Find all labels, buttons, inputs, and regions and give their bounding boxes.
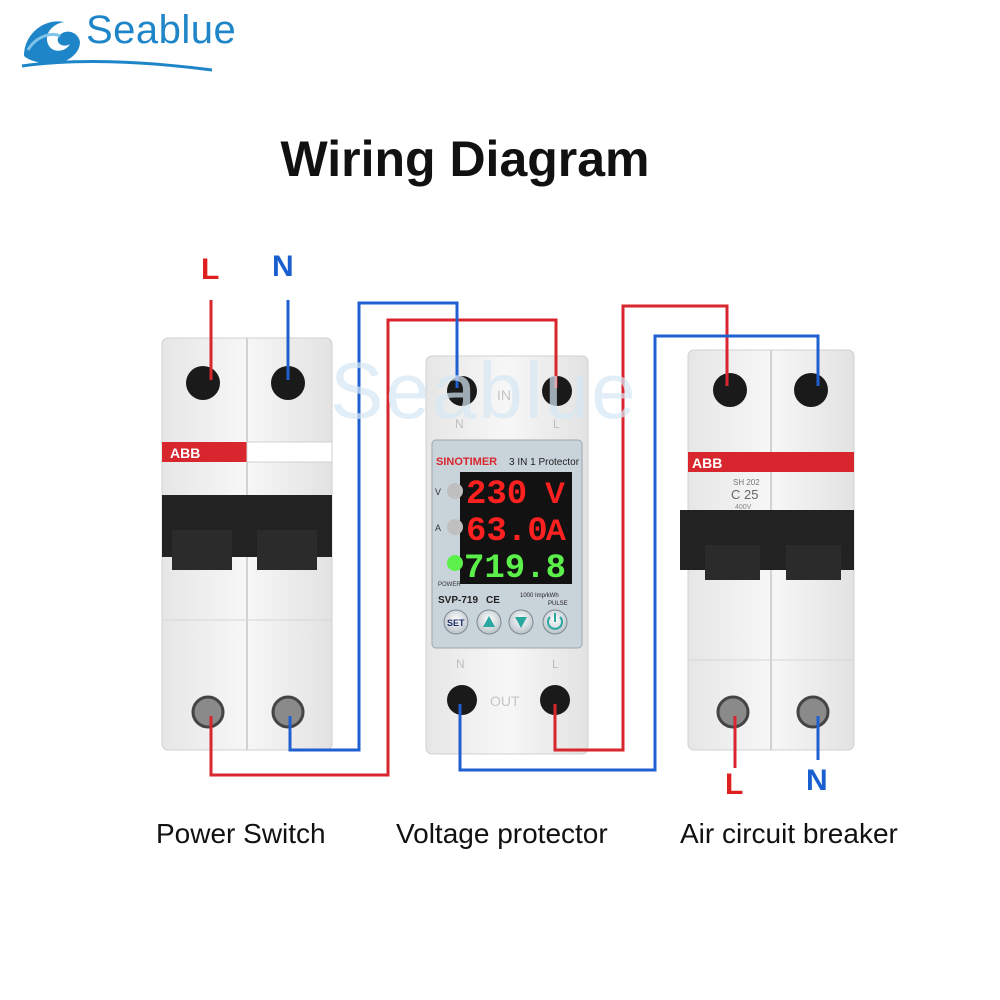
power-switch-terminal-top-l (186, 366, 220, 400)
vp-set-button[interactable]: SET (443, 609, 469, 635)
power-switch-terminal-bottom-l (191, 695, 225, 729)
wires (209, 300, 820, 777)
power-icon (547, 613, 563, 630)
voltage-protector-caption: Voltage protector (396, 818, 608, 849)
vp-current-led (447, 519, 463, 535)
vp-terminal-out-l (540, 685, 570, 715)
vp-voltage-led (447, 483, 463, 499)
air-circuit-breaker: ABB SH 202 C 25 400V 6000 (680, 349, 855, 751)
air-circuit-breaker-caption: Air circuit breaker (680, 818, 898, 849)
vp-n-top-label: N (455, 417, 464, 431)
acb-terminal-bottom-l (716, 695, 750, 729)
vp-current-unit: A (545, 514, 567, 547)
vp-power-button[interactable] (542, 609, 568, 635)
vp-in-label: IN (497, 387, 511, 403)
vp-pulse-label: PULSE (548, 601, 568, 607)
power-switch: ABB (161, 337, 333, 751)
acb-brand-stripe (688, 452, 854, 472)
acb-voltage: 400V (735, 504, 752, 511)
vp-terminal-out-n (447, 685, 477, 715)
vp-brand: SINOTIMER (436, 456, 497, 468)
vp-power-led (447, 555, 463, 571)
vp-model: SVP-719 (438, 595, 478, 606)
wire-protector-to-breaker-live (553, 304, 729, 752)
seablue-wave-icon (21, 21, 213, 72)
seablue-watermark: Seablue (330, 346, 638, 435)
vp-current-readout: 63.0 (466, 513, 548, 551)
vp-set-label: SET (447, 618, 465, 628)
acb-model: SH 202 (733, 478, 760, 487)
vp-display (460, 472, 572, 584)
vp-down-button[interactable] (508, 609, 534, 635)
input-neutral-label: N (272, 250, 294, 283)
vp-l-bottom-label: L (552, 657, 559, 671)
wire-protector-to-breaker-neutral (458, 334, 820, 772)
acb-terminal-top-l (713, 373, 747, 407)
vp-side-label-v: V (435, 487, 441, 497)
vp-terminal-in-l (542, 376, 572, 406)
vp-side-label-power: POWER (438, 582, 461, 588)
acb-terminal-bottom-n (796, 695, 830, 729)
power-switch-caption: Power Switch (156, 818, 326, 849)
vp-up-button[interactable] (476, 609, 502, 635)
vp-terminal-in-n (447, 376, 477, 406)
voltage-protector: SINOTIMER 3 IN 1 Protector V A POWER 230… (425, 355, 589, 755)
input-live-label: L (201, 253, 220, 286)
triangle-up-icon (483, 616, 495, 627)
wire-switch-to-protector-neutral (288, 301, 459, 752)
output-live-label: L (725, 768, 744, 801)
power-switch-brand: ABB (170, 445, 200, 461)
wire-switch-to-protector-live (209, 318, 558, 777)
acb-brand: ABB (692, 455, 722, 471)
power-switch-terminal-bottom-n (271, 695, 305, 729)
output-neutral-label: N (806, 764, 828, 797)
vp-ce-mark: CE (486, 595, 500, 606)
power-switch-terminal-top-n (271, 366, 305, 400)
vp-subtitle: 3 IN 1 Protector (509, 457, 580, 468)
vp-energy-readout: 719.8 (464, 550, 566, 588)
abb-brand-stripe (162, 442, 247, 462)
vp-out-label: OUT (490, 693, 520, 709)
triangle-down-icon (515, 617, 527, 628)
acb-rating: C 25 (731, 487, 758, 502)
vp-side-label-a: A (435, 523, 441, 533)
page-title: Wiring Diagram (280, 131, 650, 187)
vp-voltage-readout: 230 (466, 476, 527, 514)
vp-voltage-unit: V (545, 477, 565, 510)
vp-meter-note: 1000 Imp/kWh (520, 593, 559, 599)
vp-n-bottom-label: N (456, 657, 465, 671)
brand-name: Seablue (86, 8, 237, 52)
vp-l-top-label: L (553, 417, 560, 431)
acb-terminal-top-n (794, 373, 828, 407)
